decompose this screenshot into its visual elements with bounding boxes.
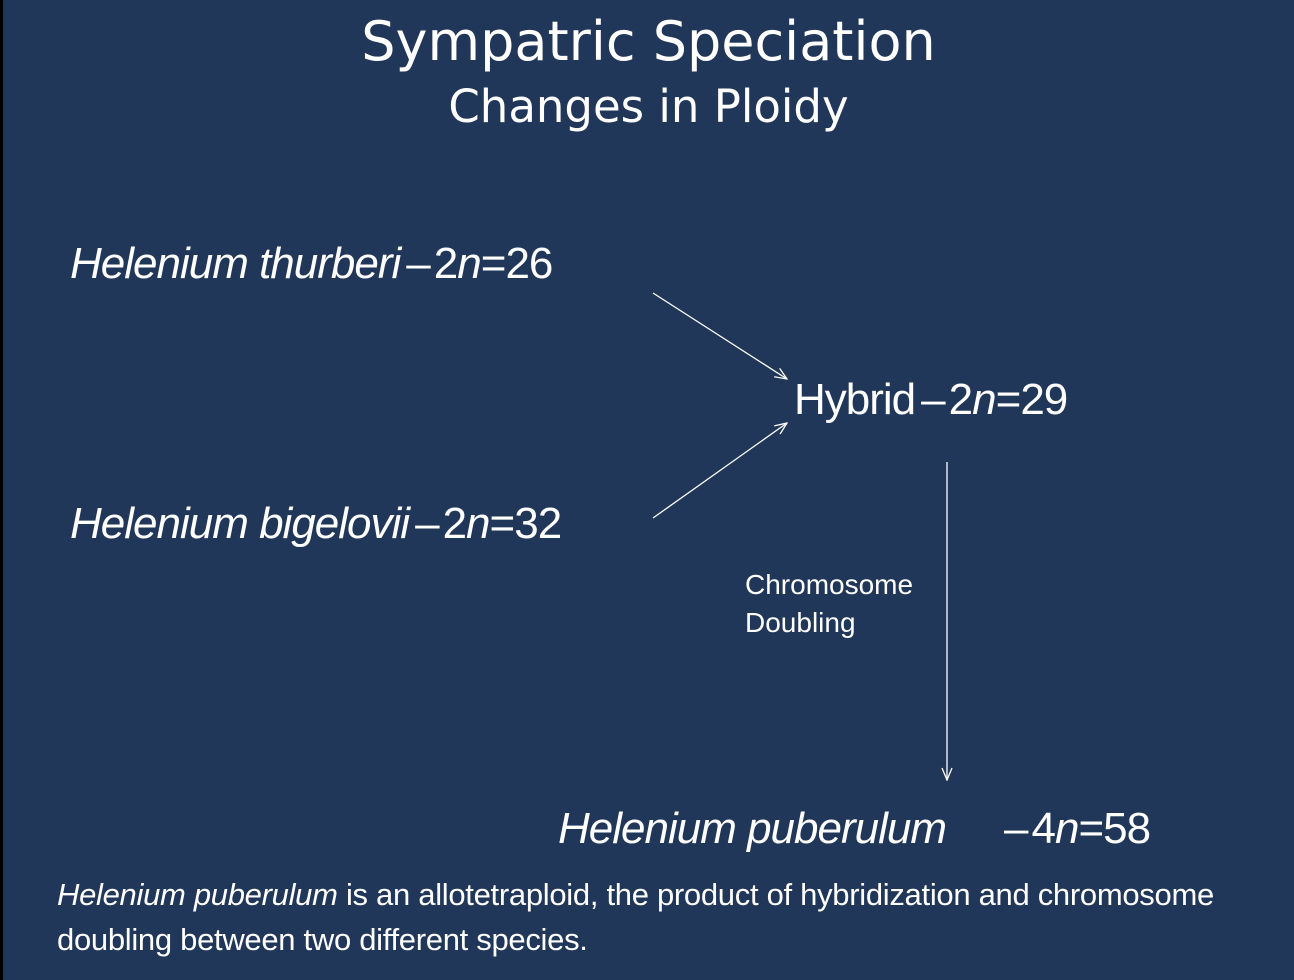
equals-sign: = <box>480 239 507 288</box>
ploidy-coefficient: 2 <box>433 239 459 288</box>
species-name: Helenium thurberi <box>70 239 401 288</box>
parent-species-thurberi: Helenium thurberi–2n=26 <box>70 238 553 290</box>
ploidy-coefficient: 2 <box>442 499 468 548</box>
arrows-layer <box>652 292 1294 980</box>
equals-sign: = <box>1078 804 1104 853</box>
species-name: Helenium puberulum <box>558 804 947 853</box>
parent-species-bigelovii: Helenium bigelovii–2n=32 <box>70 498 562 550</box>
chromosome-count: 58 <box>1103 804 1151 853</box>
equals-sign: = <box>489 499 516 548</box>
ploidy-symbol: n <box>1054 804 1080 853</box>
hybrid-name: Hybrid <box>794 375 916 424</box>
caption-text: is an allotetraploid, the product of hyb… <box>57 877 1214 957</box>
ploidy-coefficient: 4 <box>1031 804 1056 853</box>
arrow-thurberi-to-hybrid <box>652 292 787 379</box>
ploidy-coefficient: 2 <box>948 375 974 424</box>
ploidy-symbol: n <box>457 239 482 288</box>
dash: – <box>406 239 431 288</box>
label-line-1: Chromosome <box>745 569 914 600</box>
caption: Helenium puberulum is an allotetraploid,… <box>57 872 1237 962</box>
chromosome-count: 29 <box>1020 375 1068 424</box>
hybrid-node: Hybrid–2n=29 <box>794 374 1068 426</box>
chromosome-count: 32 <box>514 499 562 548</box>
ploidy-symbol: n <box>466 499 491 548</box>
slide-title: Sympatric Speciation <box>361 10 936 73</box>
slide: Sympatric Speciation Changes in Ploidy H… <box>3 0 1294 980</box>
label-line-2: Doubling <box>745 607 856 638</box>
chromosome-doubling-label: Chromosome Doubling <box>745 566 913 642</box>
slide-subtitle: Changes in Ploidy <box>448 80 849 133</box>
dash: – <box>1004 804 1029 853</box>
equals-sign: = <box>995 375 1022 424</box>
arrow-bigelovii-to-hybrid <box>652 423 787 519</box>
product-species-puberulum: Helenium puberulum –4n=58 <box>558 803 1151 855</box>
caption-species-name: Helenium puberulum <box>57 877 338 912</box>
dash: – <box>921 375 946 424</box>
ploidy-symbol: n <box>972 375 997 424</box>
dash: – <box>415 499 440 548</box>
species-name: Helenium bigelovii <box>70 499 410 548</box>
chromosome-count: 26 <box>505 239 553 288</box>
